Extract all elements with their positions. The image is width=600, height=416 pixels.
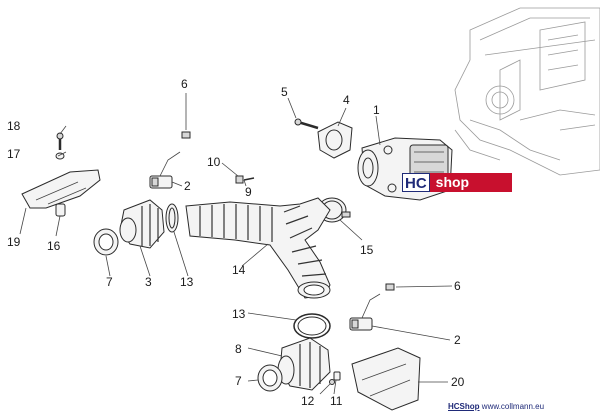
part-11	[333, 371, 341, 381]
callout-2b: 2	[454, 333, 461, 347]
callout-13b: 13	[232, 307, 246, 321]
callout-17: 17	[7, 147, 21, 161]
callout-9: 9	[245, 185, 252, 199]
part-band-clamp-13b	[293, 313, 331, 339]
callout-8: 8	[235, 342, 242, 356]
callout-labels: 1 4 5 6 2 10 9 18 17 19 16 7 3 13 14 15 …	[7, 77, 465, 408]
part-bracket	[317, 121, 353, 159]
callout-20: 20	[451, 375, 465, 389]
part-gasket-7b	[257, 364, 283, 392]
part-cover-20	[351, 347, 421, 411]
callout-6a: 6	[181, 77, 188, 91]
callout-3: 3	[145, 275, 152, 289]
hcshop-logo: HC shop	[402, 173, 512, 192]
leader-lines	[19, 93, 453, 395]
callout-15: 15	[360, 243, 374, 257]
part-intake-hose	[185, 197, 331, 299]
callout-7a: 7	[106, 275, 113, 289]
logo-hc-text: HC	[402, 173, 430, 192]
callout-10: 10	[207, 155, 221, 169]
part-spacer-16	[55, 203, 66, 217]
callout-19: 19	[7, 235, 21, 249]
part-sensor-6b	[385, 283, 395, 291]
part-manifold-3	[119, 199, 165, 249]
callout-16: 16	[47, 239, 61, 253]
callout-1: 1	[373, 103, 380, 117]
callout-4: 4	[343, 93, 350, 107]
callout-5: 5	[281, 85, 288, 99]
engine-block	[454, 7, 600, 176]
callout-12: 12	[301, 394, 315, 408]
callout-14: 14	[232, 263, 246, 277]
callout-7b: 7	[235, 374, 242, 388]
callout-13a: 13	[180, 275, 194, 289]
part-washer-17	[55, 152, 65, 160]
part-sensor-6a	[181, 131, 191, 139]
part-bolt-9	[235, 175, 255, 184]
callout-6b: 6	[454, 279, 461, 293]
callout-11: 11	[330, 394, 343, 408]
footer-url[interactable]: www.collmann.eu	[481, 402, 545, 411]
part-gasket-7a	[93, 228, 119, 256]
part-screw-18	[56, 132, 64, 150]
part-injector-2b	[349, 293, 381, 331]
part-band-clamp-13a	[165, 203, 179, 233]
callout-18: 18	[7, 119, 21, 133]
part-injector-2a	[149, 151, 181, 189]
logo-shop-text: shop	[429, 173, 512, 192]
footer-brand: HCShop	[448, 402, 480, 411]
part-screw-5	[294, 118, 319, 130]
footer-credit: HCShop www.collmann.eu	[448, 402, 544, 411]
part-12	[329, 379, 335, 385]
part-manifold-8	[277, 337, 331, 391]
part-cover-19	[21, 169, 101, 209]
callout-2a: 2	[184, 179, 191, 193]
